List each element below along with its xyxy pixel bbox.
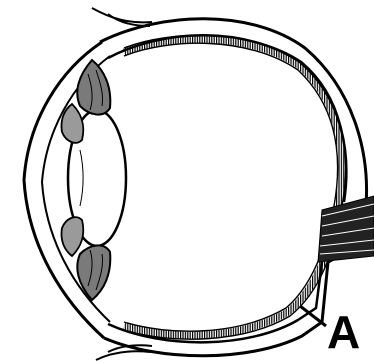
retina-layer	[124, 35, 346, 339]
optic-nerve	[318, 196, 374, 262]
label-a: A	[327, 306, 360, 358]
